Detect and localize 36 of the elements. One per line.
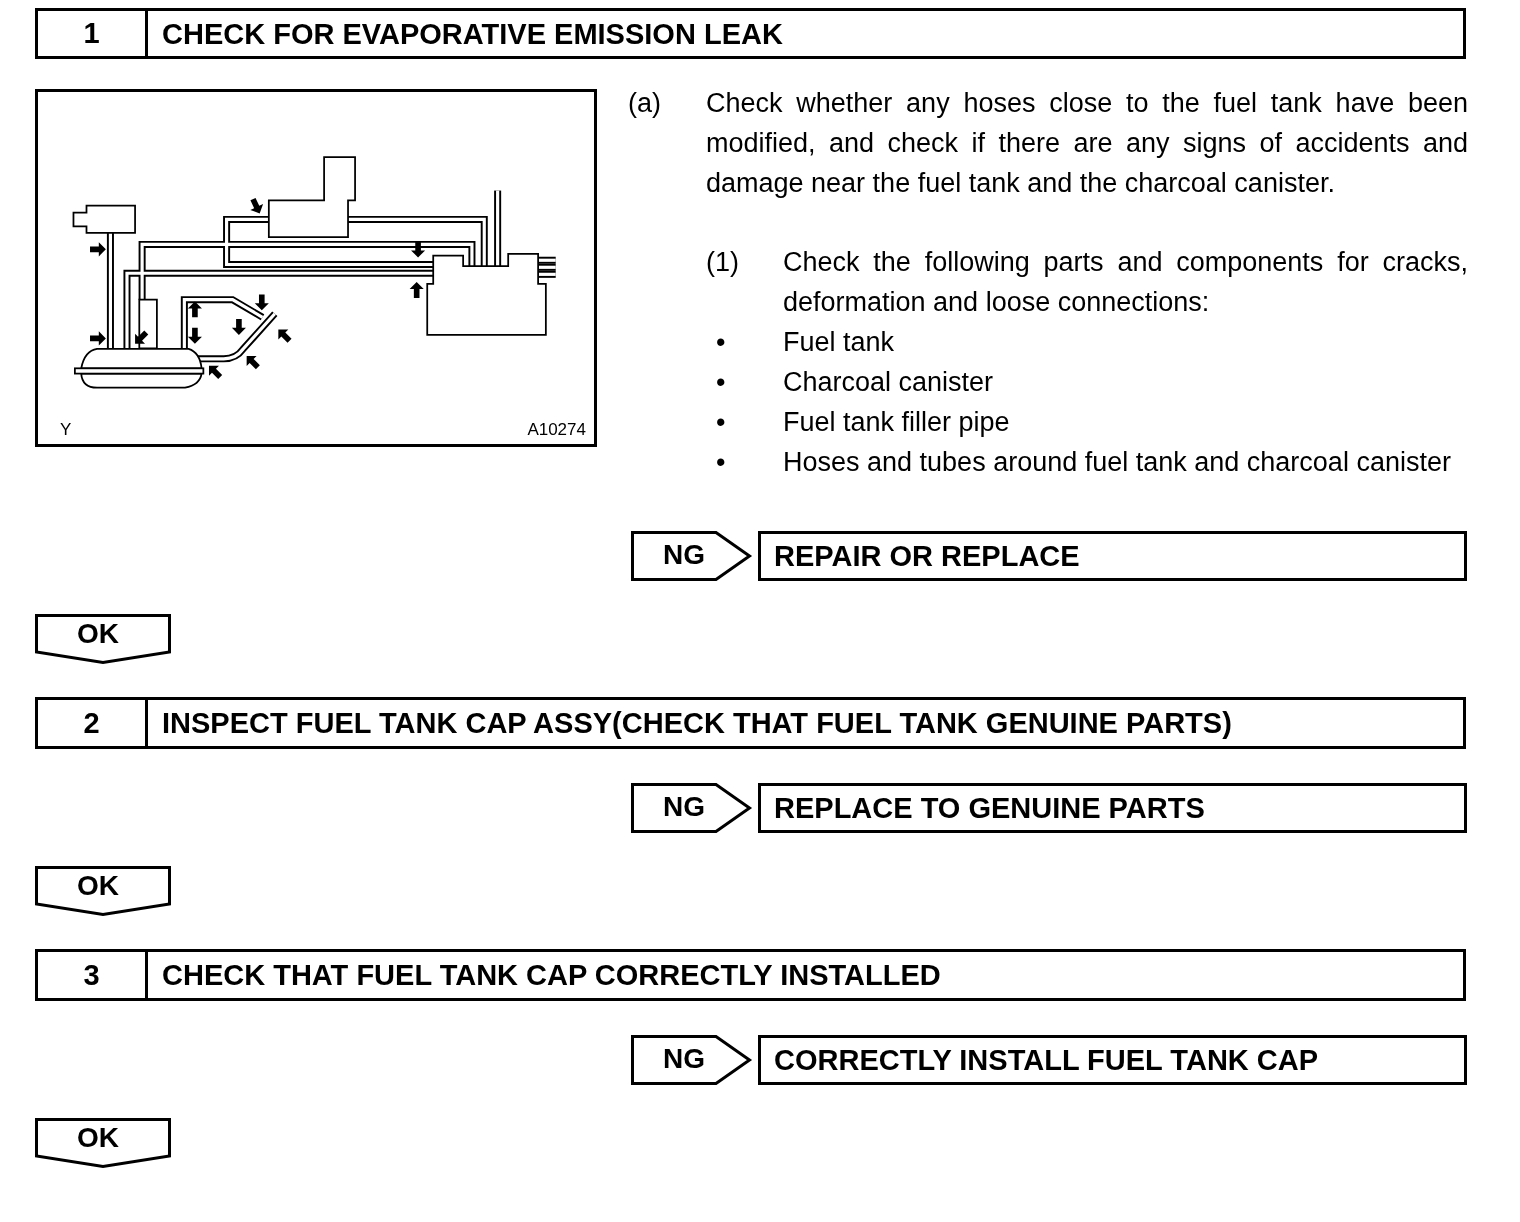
figure-frame: [35, 89, 597, 447]
bullet-mark: •: [716, 326, 726, 359]
bullet-mark: •: [716, 366, 726, 399]
step-title: CHECK THAT FUEL TANK CAP CORRECTLY INSTALLED: [162, 958, 941, 992]
step-number: 2: [38, 700, 148, 746]
step-number: 3: [38, 952, 148, 998]
view-letter: Y: [60, 420, 72, 440]
list-item-text: Fuel tank filler pipe: [783, 406, 1011, 439]
result-status-label: OK: [77, 1122, 119, 1154]
list-item-text: Fuel tank: [783, 326, 896, 359]
step-title: CHECK FOR EVAPORATIVE EMISSION LEAK: [162, 17, 783, 50]
step-header-box: [35, 8, 1466, 59]
result-text: CORRECTLY INSTALL FUEL TANK CAP: [774, 1043, 1319, 1077]
result-text: REPAIR OR REPLACE: [774, 539, 1080, 573]
result-text: REPLACE TO GENUINE PARTS: [774, 791, 1205, 825]
result-box: [758, 783, 1467, 833]
step-header-box: [35, 949, 1466, 1001]
instruction-text: Check whether any hoses close to the fuel tank have been modified, and check if there are any signs of accidents and damage near the fuel tank and the charcoal canister.: [706, 87, 1468, 200]
result-status-label: NG: [663, 539, 705, 571]
result-box: [758, 1035, 1467, 1085]
step-number: 1: [38, 11, 148, 56]
instruction-text: Check the following parts and components for cracks, deformation and loose connections:: [783, 246, 1468, 319]
list-item-text: Charcoal canister: [783, 366, 995, 399]
figure-code: A10274: [527, 420, 586, 440]
step-header-box: [35, 697, 1466, 749]
bullet-mark: •: [716, 406, 726, 439]
result-status-label: NG: [663, 1043, 705, 1075]
step-title: INSPECT FUEL TANK CAP ASSY(CHECK THAT FUEL TANK GENUINE PARTS): [162, 706, 1232, 740]
list-marker: (a): [628, 87, 662, 120]
result-status-label: OK: [77, 870, 119, 902]
result-status-label: NG: [663, 791, 705, 823]
list-marker: (1): [706, 246, 740, 279]
result-status-label: OK: [77, 618, 119, 650]
list-item-text: Hoses and tubes around fuel tank and charcoal canister: [783, 446, 1452, 479]
bullet-mark: •: [716, 446, 726, 479]
result-box: [758, 531, 1467, 581]
